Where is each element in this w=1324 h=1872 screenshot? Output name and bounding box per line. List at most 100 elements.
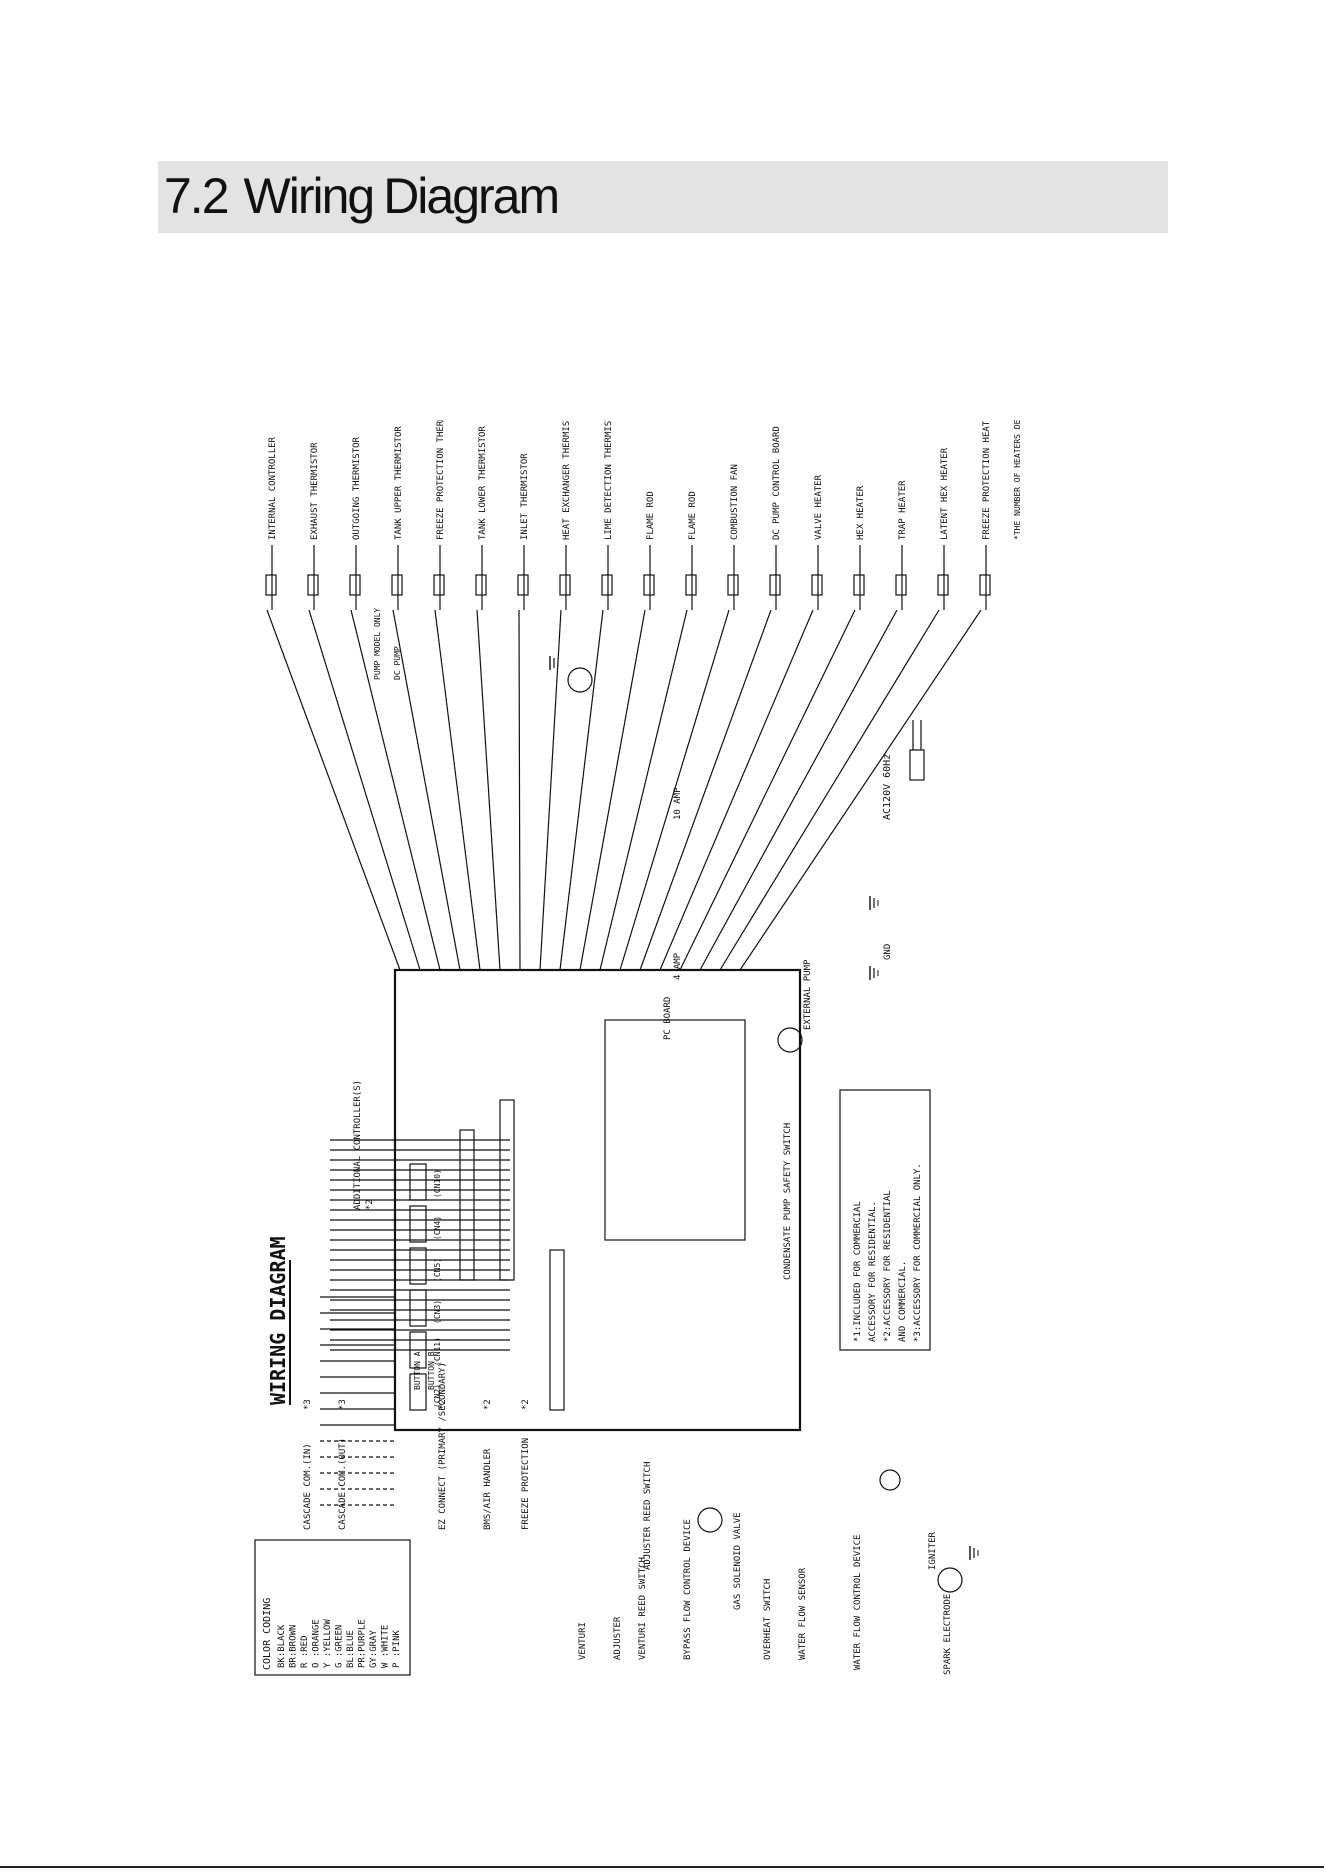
harness-wire xyxy=(559,609,604,971)
note-line: *3:ACCESSORY FOR COMMERCIAL ONLY. xyxy=(913,1163,923,1342)
component-symbol xyxy=(601,574,613,596)
bottom-component-label: FLAME ROD xyxy=(688,491,698,540)
fuse-4a-label: 4 AMP xyxy=(673,952,683,980)
connector-block xyxy=(409,1247,427,1285)
section-number: 7.2 xyxy=(164,168,230,224)
color-coding-entry: BK:BLACK xyxy=(277,1624,287,1668)
bottom-component-label: LIME DETECTION THERMISTOR xyxy=(604,420,614,540)
connector-block xyxy=(409,1331,427,1369)
top-component-label: GAS SOLENOID VALVE xyxy=(733,1512,743,1610)
harness-wire xyxy=(739,609,982,971)
harness-wire xyxy=(679,609,856,971)
component-symbol xyxy=(853,574,865,596)
harness-wire xyxy=(308,609,421,971)
component-symbol xyxy=(979,574,991,596)
harness-wire xyxy=(719,609,940,971)
component-symbol xyxy=(895,574,907,596)
top-component-label: CASCADE COM.(OUT) xyxy=(338,1438,348,1530)
pc-board-region xyxy=(604,1019,746,1241)
connector-label: (CN10) xyxy=(433,1169,442,1198)
bottom-component-label: DC PUMP CONTROL BOARD xyxy=(772,426,782,540)
harness-wire xyxy=(434,609,481,971)
note-line: *1:INCLUDED FOR COMMERCIAL xyxy=(853,1201,863,1342)
component-symbol xyxy=(475,574,487,596)
top-component-label: VENTURI xyxy=(578,1622,588,1660)
page-bottom-rule xyxy=(0,1866,1324,1868)
color-coding-entry: BL:BLUE xyxy=(346,1630,356,1668)
connector-block xyxy=(409,1163,427,1201)
component-symbol xyxy=(769,574,781,596)
harness-wire xyxy=(539,609,562,971)
connector-label: (CN11) xyxy=(433,1337,442,1366)
top-component-label: WATER FLOW CONTROL DEVICE xyxy=(853,1535,863,1670)
connector-cn10 xyxy=(459,1129,475,1281)
component-symbol xyxy=(685,574,697,596)
component-symbol xyxy=(307,574,319,596)
pc-board-label: PC BOARD xyxy=(663,997,673,1040)
component-symbol xyxy=(643,574,655,596)
additional-controller-note: *2 xyxy=(365,1199,375,1210)
top-component-label: BMS/AIR HANDLER xyxy=(483,1448,493,1530)
top-component-label: EZ CONNECT (PRIMARY /SECONDARY) xyxy=(438,1362,448,1530)
section-title-word2: Diagram xyxy=(383,168,560,224)
connector-label: (CN5) xyxy=(433,1258,442,1282)
component-symbol xyxy=(811,574,823,596)
color-coding-entry: PR:PURPLE xyxy=(358,1619,368,1668)
heater-note: *THE NUMBER OF HEATERS DEPEND ON MODELS xyxy=(1013,420,1022,540)
power-label: AC120V 60Hz xyxy=(882,754,893,820)
component-symbol xyxy=(727,574,739,596)
gnd-label: GND xyxy=(883,944,893,960)
top-component-label: ADJUSTER xyxy=(613,1616,623,1660)
top-component-label: BYPASS FLOW CONTROL DEVICE xyxy=(683,1519,693,1660)
connector-label: (CN3) xyxy=(433,1300,442,1324)
harness-wire xyxy=(579,609,646,971)
button-a-label: BUTTON A xyxy=(413,1351,422,1390)
color-coding-entry: GY:GRAY xyxy=(369,1629,379,1668)
connector-block xyxy=(409,1205,427,1243)
component-symbol xyxy=(937,574,949,596)
component-symbol xyxy=(559,574,571,596)
component-symbol xyxy=(349,574,361,596)
additional-controller-label: ADDITIONAL CONTROLLER(S) xyxy=(353,1080,363,1210)
bottom-component-label: EXHAUST THERMISTOR xyxy=(310,442,320,540)
connector-label: (CN2) xyxy=(433,1384,442,1408)
button-b-label: BUTTON B xyxy=(427,1351,436,1390)
harness-wire xyxy=(659,609,814,971)
bottom-component-label: LATENT HEX HEATER xyxy=(940,447,950,540)
color-coding-entry: P :PINK xyxy=(392,1629,402,1668)
bottom-component-label: FREEZE PROTECTION THERMISTOR xyxy=(436,420,446,540)
bottom-component-label: HEX HEATER xyxy=(856,485,866,540)
connector-cn7 xyxy=(549,1249,565,1411)
note-line: ACCESSORY FOR RESIDENTIAL. xyxy=(868,1201,878,1342)
condensate-pump-label: CONDENSATE PUMP SAFETY SWITCH xyxy=(783,1123,793,1280)
bottom-component-label: OUTGOING THERMISTOR xyxy=(352,436,362,540)
top-component-note: *2 xyxy=(438,1399,448,1410)
connector-block xyxy=(409,1373,427,1411)
color-coding-entry: G :GREEN xyxy=(335,1625,345,1668)
top-component-label: WATER FLOW SENSOR xyxy=(798,1567,808,1660)
top-component-label: FREEZE PROTECTION xyxy=(521,1438,531,1530)
top-component-note: *3 xyxy=(338,1399,348,1410)
diagram-title: WIRING DIAGRAM xyxy=(266,1236,290,1405)
igniter-symbol xyxy=(879,1469,901,1491)
connector-block xyxy=(409,1289,427,1327)
top-component-label: SPARK ELECTRODE xyxy=(943,1594,953,1675)
color-coding-entry: O :ORANGE xyxy=(312,1619,322,1668)
harness-wire xyxy=(639,609,772,971)
bottom-component-label: INTERNAL CONTROLLER xyxy=(268,436,278,540)
harness-wire xyxy=(699,609,898,971)
harness-wire xyxy=(599,609,688,971)
harness-wire xyxy=(350,609,441,971)
bottom-component-label: COMBUSTION FAN xyxy=(730,464,740,540)
bottom-component-label: VALVE HEATER xyxy=(814,474,824,540)
color-coding-heading: COLOR CODING xyxy=(262,1598,273,1670)
top-component-label: OVERHEAT SWITCH xyxy=(763,1579,773,1660)
note-line: *2:ACCESSORY FOR RESIDENTIAL xyxy=(883,1190,893,1342)
top-component-label: IGNITER xyxy=(928,1531,938,1570)
pump-model-only-label: PUMP MODEL ONLY xyxy=(373,608,382,680)
power-plug xyxy=(909,749,925,781)
top-component-note: *2 xyxy=(483,1399,493,1410)
